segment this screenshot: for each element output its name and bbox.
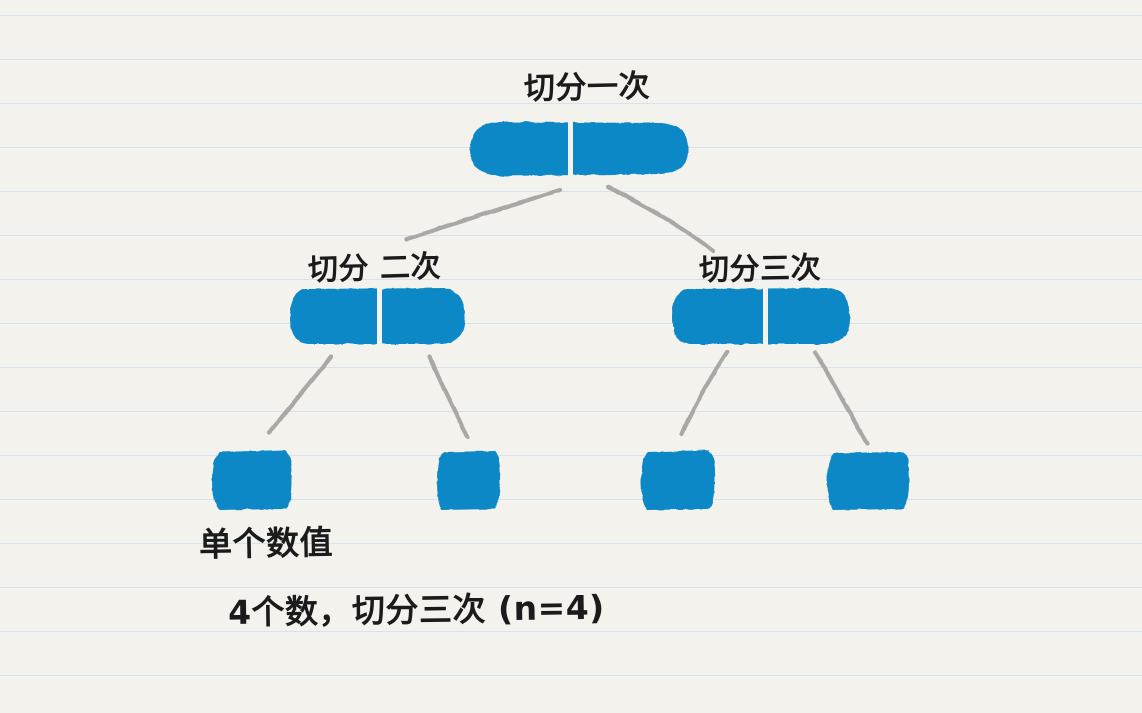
connector-group-level1 [404, 184, 716, 254]
summary-label: 4个数，切分三次 (n=4) [227, 587, 606, 632]
node-root-label: 切分一次 [523, 68, 651, 107]
node-right2-shape [672, 288, 851, 344]
node-leaf3[interactable] [641, 450, 716, 510]
node-root[interactable] [470, 120, 689, 178]
connector-left2-to-leaf1 [266, 354, 334, 436]
node-right2-label: 切分三次 [698, 250, 822, 288]
leaf-note-label: 单个数值 [198, 522, 334, 564]
node-left2[interactable] [290, 286, 466, 346]
node-leaf4[interactable] [827, 452, 910, 510]
node-root-divider [568, 120, 573, 178]
connector-group-level2 [266, 349, 870, 446]
connector-right2-to-leaf3 [679, 349, 730, 437]
node-left2-divider [377, 286, 382, 346]
leaf-nodes [212, 450, 910, 510]
node-right2[interactable] [672, 286, 851, 346]
connector-root-to-left2 [404, 187, 563, 242]
node-left2-label: 切分 二次 [307, 249, 442, 288]
node-leaf2[interactable] [437, 451, 501, 510]
node-root-shape [470, 122, 689, 176]
node-leaf1[interactable] [212, 450, 293, 510]
node-right2-divider [763, 286, 768, 346]
connector-left2-to-leaf2 [427, 354, 471, 440]
connector-root-to-right2 [605, 184, 716, 254]
connector-right2-to-leaf4 [812, 349, 870, 446]
